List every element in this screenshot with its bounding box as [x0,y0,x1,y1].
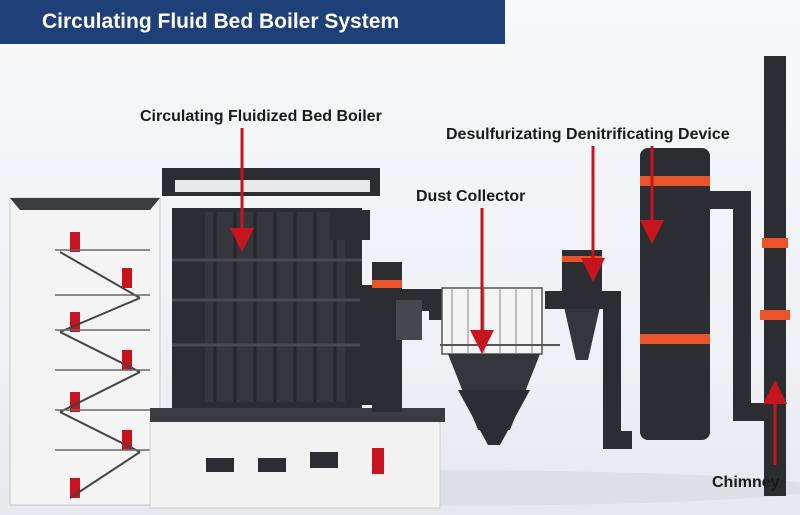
desulf-main-tower [640,148,766,440]
label-boiler: Circulating Fluidized Bed Boiler [140,108,382,125]
label-dust: Dust Collector [416,188,526,205]
stair-building [9,197,161,506]
label-desulf: Desulfurizating Denitrificating Device [446,126,730,143]
dust-collector [440,287,560,445]
title-banner: Circulating Fluid Bed Boiler System [0,0,505,44]
connecting-duct [372,262,451,412]
label-chimney: Chimney [712,474,780,491]
base-building [149,408,445,509]
boiler-structure [162,168,380,408]
